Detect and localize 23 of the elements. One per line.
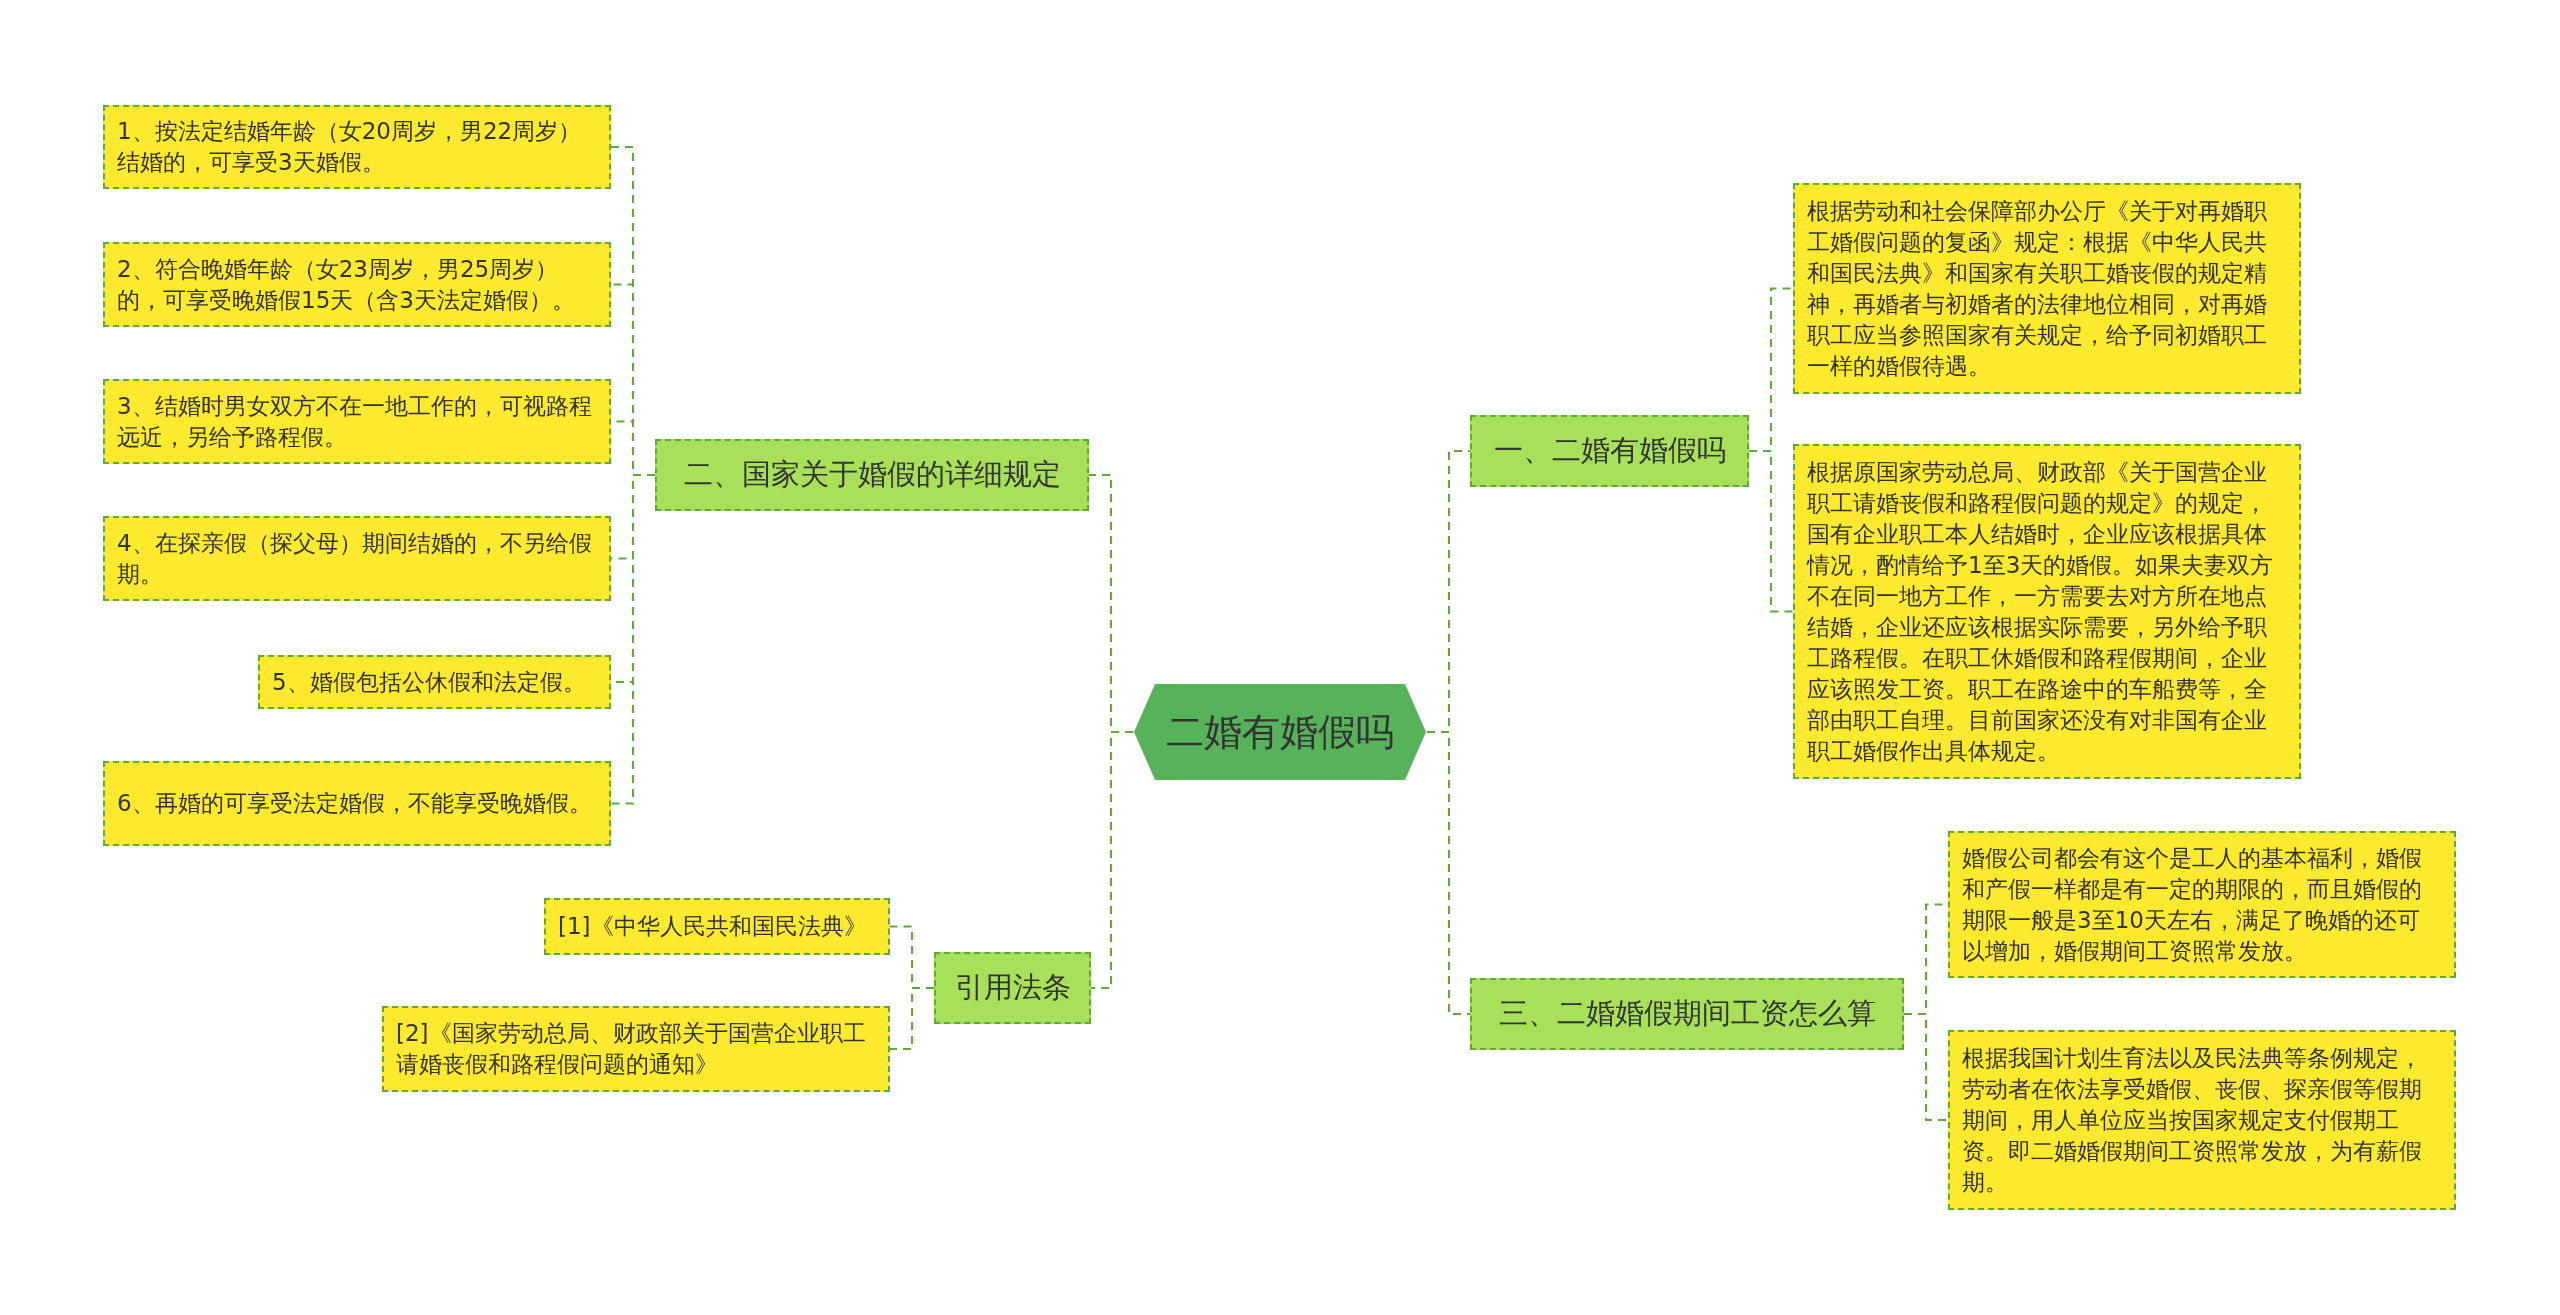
connector-line: [1426, 731, 1471, 1015]
topic-box: 二、国家关于婚假的详细规定: [655, 439, 1089, 511]
topic-box: 引用法条: [934, 952, 1091, 1024]
central-topic-hexagon: 二婚有婚假吗: [1133, 683, 1427, 781]
topic-box: 三、二婚婚假期间工资怎么算: [1470, 978, 1904, 1050]
note-box: 6、再婚的可享受法定婚假，不能享受晚婚假。: [103, 761, 611, 846]
connector-line: [610, 474, 656, 805]
note-box: 根据我国计划生育法以及民法典等条例规定，劳动者在依法享受婚假、丧假、探亲假等假期期间，用人单位应当按国家规定支付假期工资。即二婚婚假期间工资照常发放，为有薪假期。: [1948, 1030, 2456, 1210]
note-box: 1、按法定结婚年龄（女20周岁，男22周岁）结婚的，可享受3天婚假。: [103, 105, 611, 189]
note-box: 4、在探亲假（探父母）期间结婚的，不另给假期。: [103, 516, 611, 601]
note-box: 婚假公司都会有这个是工人的基本福利，婚假和产假一样都是有一定的期限的，而且婚假的期限一般是3至10天左右，满足了晚婚的还可以增加，婚假期间工资照常发放。: [1948, 831, 2456, 978]
connector-line: [1748, 450, 1794, 613]
note-box: 3、结婚时男女双方不在一地工作的，可视路程远近，另给予路程假。: [103, 379, 611, 464]
topic-box: 一、二婚有婚假吗: [1470, 415, 1749, 487]
connector-line: [889, 987, 935, 1050]
note-box: 根据劳动和社会保障部办公厅《关于对再婚职工婚假问题的复函》规定：根据《中华人民共和国民法典》和国家有关职工婚丧假的规定精神，再婚者与初婚者的法律地位相同，对再婚职工应当参照国家有关规定，给予同初婚职工一样的婚假待遇。: [1793, 183, 2301, 394]
connector-line: [1090, 731, 1134, 989]
note-box: 根据原国家劳动总局、财政部《关于国营企业职工请婚丧假和路程假问题的规定》的规定，国有企业职工本人结婚时，企业应该根据具体情况，酌情给予1至3天的婚假。如果夫妻双方不在同一地方工作，一方需要去对方所在地点结婚，企业还应该根据实际需要，另外给予职工路程假。在职工休婚假和路程假期间，企业应该照发工资。职工在路途中的车船费等，全部由职工自理。目前国家还没有对非国有企业职工婚假作出具体规定。: [1793, 444, 2301, 779]
note-box: 5、婚假包括公休假和法定假。: [258, 655, 611, 709]
note-box: 2、符合晚婚年龄（女23周岁，男25周岁）的，可享受晚婚假15天（含3天法定婚假）。: [103, 242, 611, 327]
connector-line: [1903, 1013, 1949, 1121]
note-box: [1]《中华人民共和国民法典》: [544, 898, 890, 955]
note-box: [2]《国家劳动总局、财政部关于国营企业职工请婚丧假和路程假问题的通知》: [382, 1006, 890, 1092]
